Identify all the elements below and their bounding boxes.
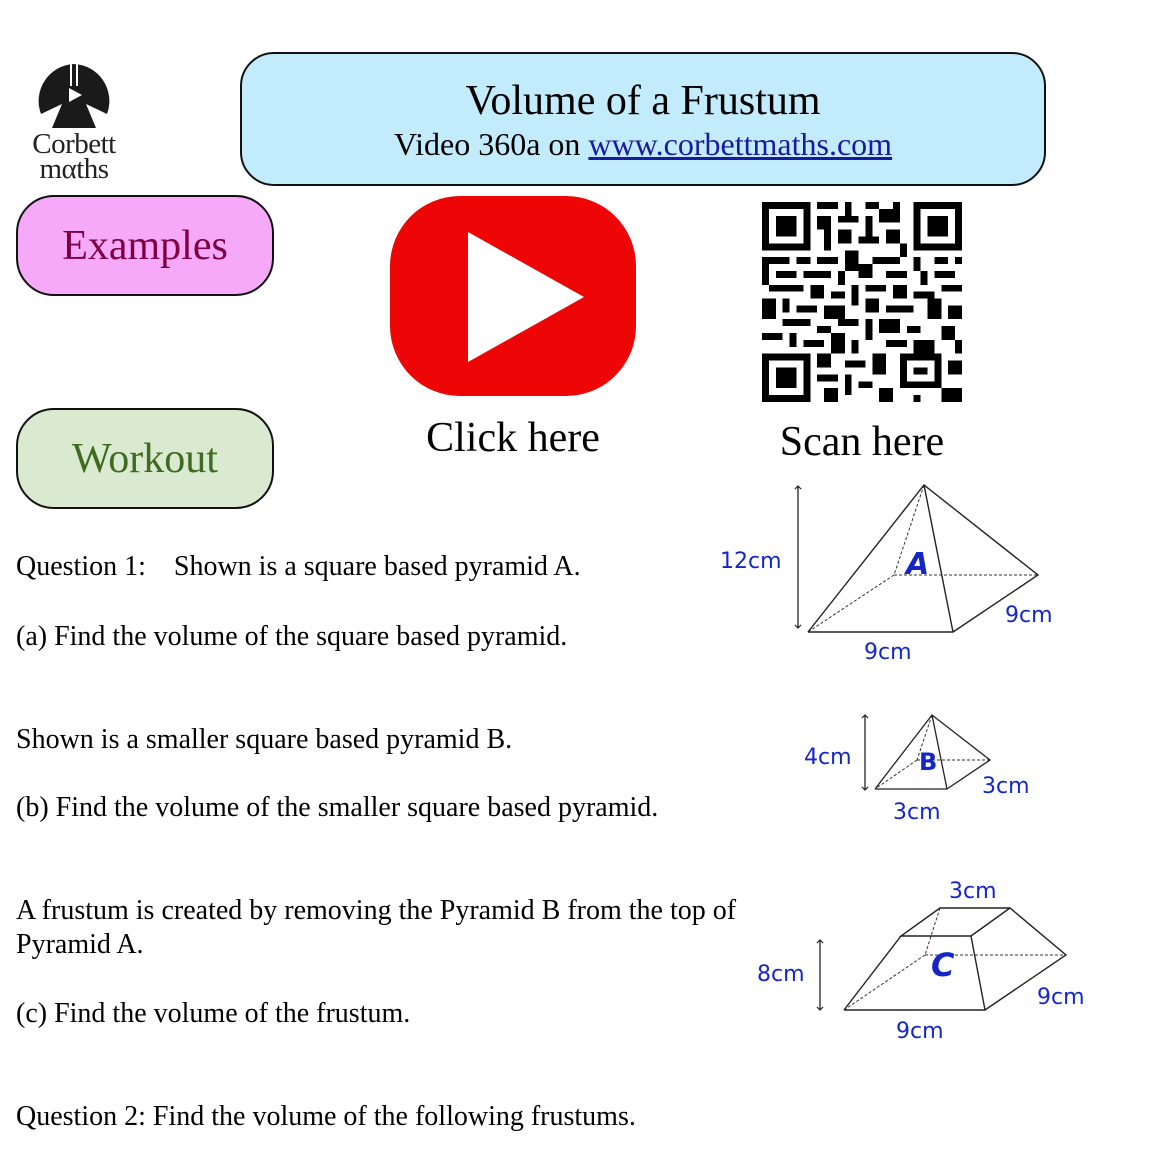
- pyramid-b-height: 4cm: [804, 745, 852, 770]
- video-play-button[interactable]: [390, 196, 636, 396]
- pyramid-a-diagram: A 12cm 9cm 9cm: [720, 484, 1053, 665]
- question-1-part-b: (b) Find the volume of the smaller squar…: [16, 792, 659, 823]
- pyramid-b-label: B: [919, 748, 937, 776]
- question-1-intro: Question 1: Shown is a square based pyram…: [16, 550, 581, 584]
- pyramid-b-base: 3cm: [893, 800, 941, 825]
- corbettmaths-logo-icon: [38, 64, 110, 128]
- qr-code[interactable]: [762, 202, 962, 402]
- frustum-c-depth: 9cm: [1037, 985, 1085, 1010]
- pyramid-b-diagram: B 4cm 3cm 3cm: [804, 714, 1030, 825]
- qr-code-icon: [762, 202, 962, 402]
- question-1-part-c-intro: A frustum is created by removing the Pyr…: [16, 895, 737, 960]
- logo-text-line2: mαths: [39, 153, 109, 185]
- workout-button[interactable]: Workout: [16, 408, 274, 509]
- page-subtitle: Video 360a on www.corbettmaths.com: [242, 124, 1044, 164]
- examples-button[interactable]: Examples: [16, 195, 274, 296]
- play-icon: [468, 232, 584, 362]
- pyramid-a-label: A: [904, 547, 929, 582]
- click-here-caption[interactable]: Click here: [426, 415, 600, 461]
- pyramid-b-depth: 3cm: [982, 774, 1030, 799]
- frustum-c-height: 8cm: [757, 962, 805, 987]
- scan-here-caption: Scan here: [779, 419, 945, 465]
- question-1-intro-text: Shown is a square based pyramid A.: [173, 551, 581, 582]
- question-1-part-a: (a) Find the volume of the square based …: [16, 621, 568, 652]
- question-1-part-b-intro: Shown is a smaller square based pyramid …: [16, 724, 513, 755]
- corbettmaths-logo: Corbett mαths: [18, 62, 130, 192]
- website-link[interactable]: www.corbettmaths.com: [588, 126, 893, 162]
- frustum-c-top: 3cm: [949, 879, 997, 904]
- title-banner: Volume of a Frustum Video 360a on www.co…: [240, 52, 1046, 186]
- page-title: Volume of a Frustum: [465, 78, 821, 124]
- question-1-number: Question 1:: [16, 551, 146, 582]
- pyramid-a-depth: 9cm: [1005, 603, 1053, 628]
- frustum-c-label: C: [931, 946, 955, 984]
- subtitle-prefix: Video 360a on: [393, 126, 589, 162]
- frustum-c-base: 9cm: [896, 1019, 944, 1044]
- question-2-text: Question 2: Find the volume of the follo…: [16, 1101, 636, 1132]
- logo-text-line1: Corbett: [32, 128, 116, 160]
- pyramid-a-height: 12cm: [720, 549, 782, 574]
- pyramid-a-base: 9cm: [864, 640, 912, 665]
- question-1-part-c: (c) Find the volume of the frustum.: [16, 998, 411, 1029]
- frustum-c-diagram: C 8cm 3cm 9cm 9cm: [757, 879, 1085, 1044]
